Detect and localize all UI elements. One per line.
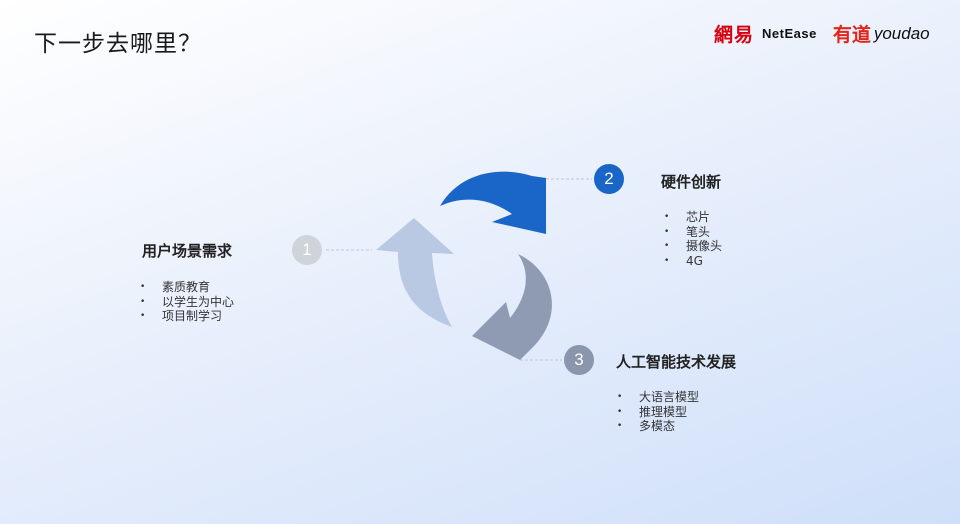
step-badge-3: 3: [564, 345, 594, 375]
step-badge-2: 2: [594, 164, 624, 194]
list-item: 笔头: [664, 225, 722, 240]
list-item: 项目制学习: [140, 309, 234, 324]
cycle-arrow-3: [472, 254, 552, 360]
youdao-logo-en: youdao: [873, 23, 930, 43]
step-list-3: 大语言模型 推理模型 多模态: [617, 390, 699, 434]
list-item: 4G: [664, 254, 722, 269]
list-item: 芯片: [664, 210, 722, 225]
list-item: 素质教育: [140, 280, 234, 295]
list-item: 推理模型: [617, 405, 699, 420]
netease-logo-en: NetEase: [762, 26, 817, 41]
cycle-arrow-2: [440, 171, 546, 234]
step-title-2: 硬件创新: [661, 173, 722, 191]
step-list-2: 芯片 笔头 摄像头 4G: [664, 210, 722, 268]
list-item: 以学生为中心: [140, 295, 234, 310]
step-title-3: 人工智能技术发展: [616, 353, 737, 371]
step-list-1: 素质教育 以学生为中心 项目制学习: [140, 280, 234, 324]
brand-logos: 網易 NetEase 有道 youdao: [714, 20, 930, 47]
cycle-arrow-1: [376, 218, 454, 327]
list-item: 大语言模型: [617, 390, 699, 405]
youdao-logo-cn: 有道: [832, 24, 871, 46]
netease-logo-cn: 網易: [714, 24, 755, 46]
slide-title: 下一步去哪里？: [34, 31, 202, 57]
step-badge-1: 1: [292, 235, 322, 265]
list-item: 多模态: [617, 419, 699, 434]
step-title-1: 用户场景需求: [142, 242, 233, 260]
list-item: 摄像头: [664, 239, 722, 254]
